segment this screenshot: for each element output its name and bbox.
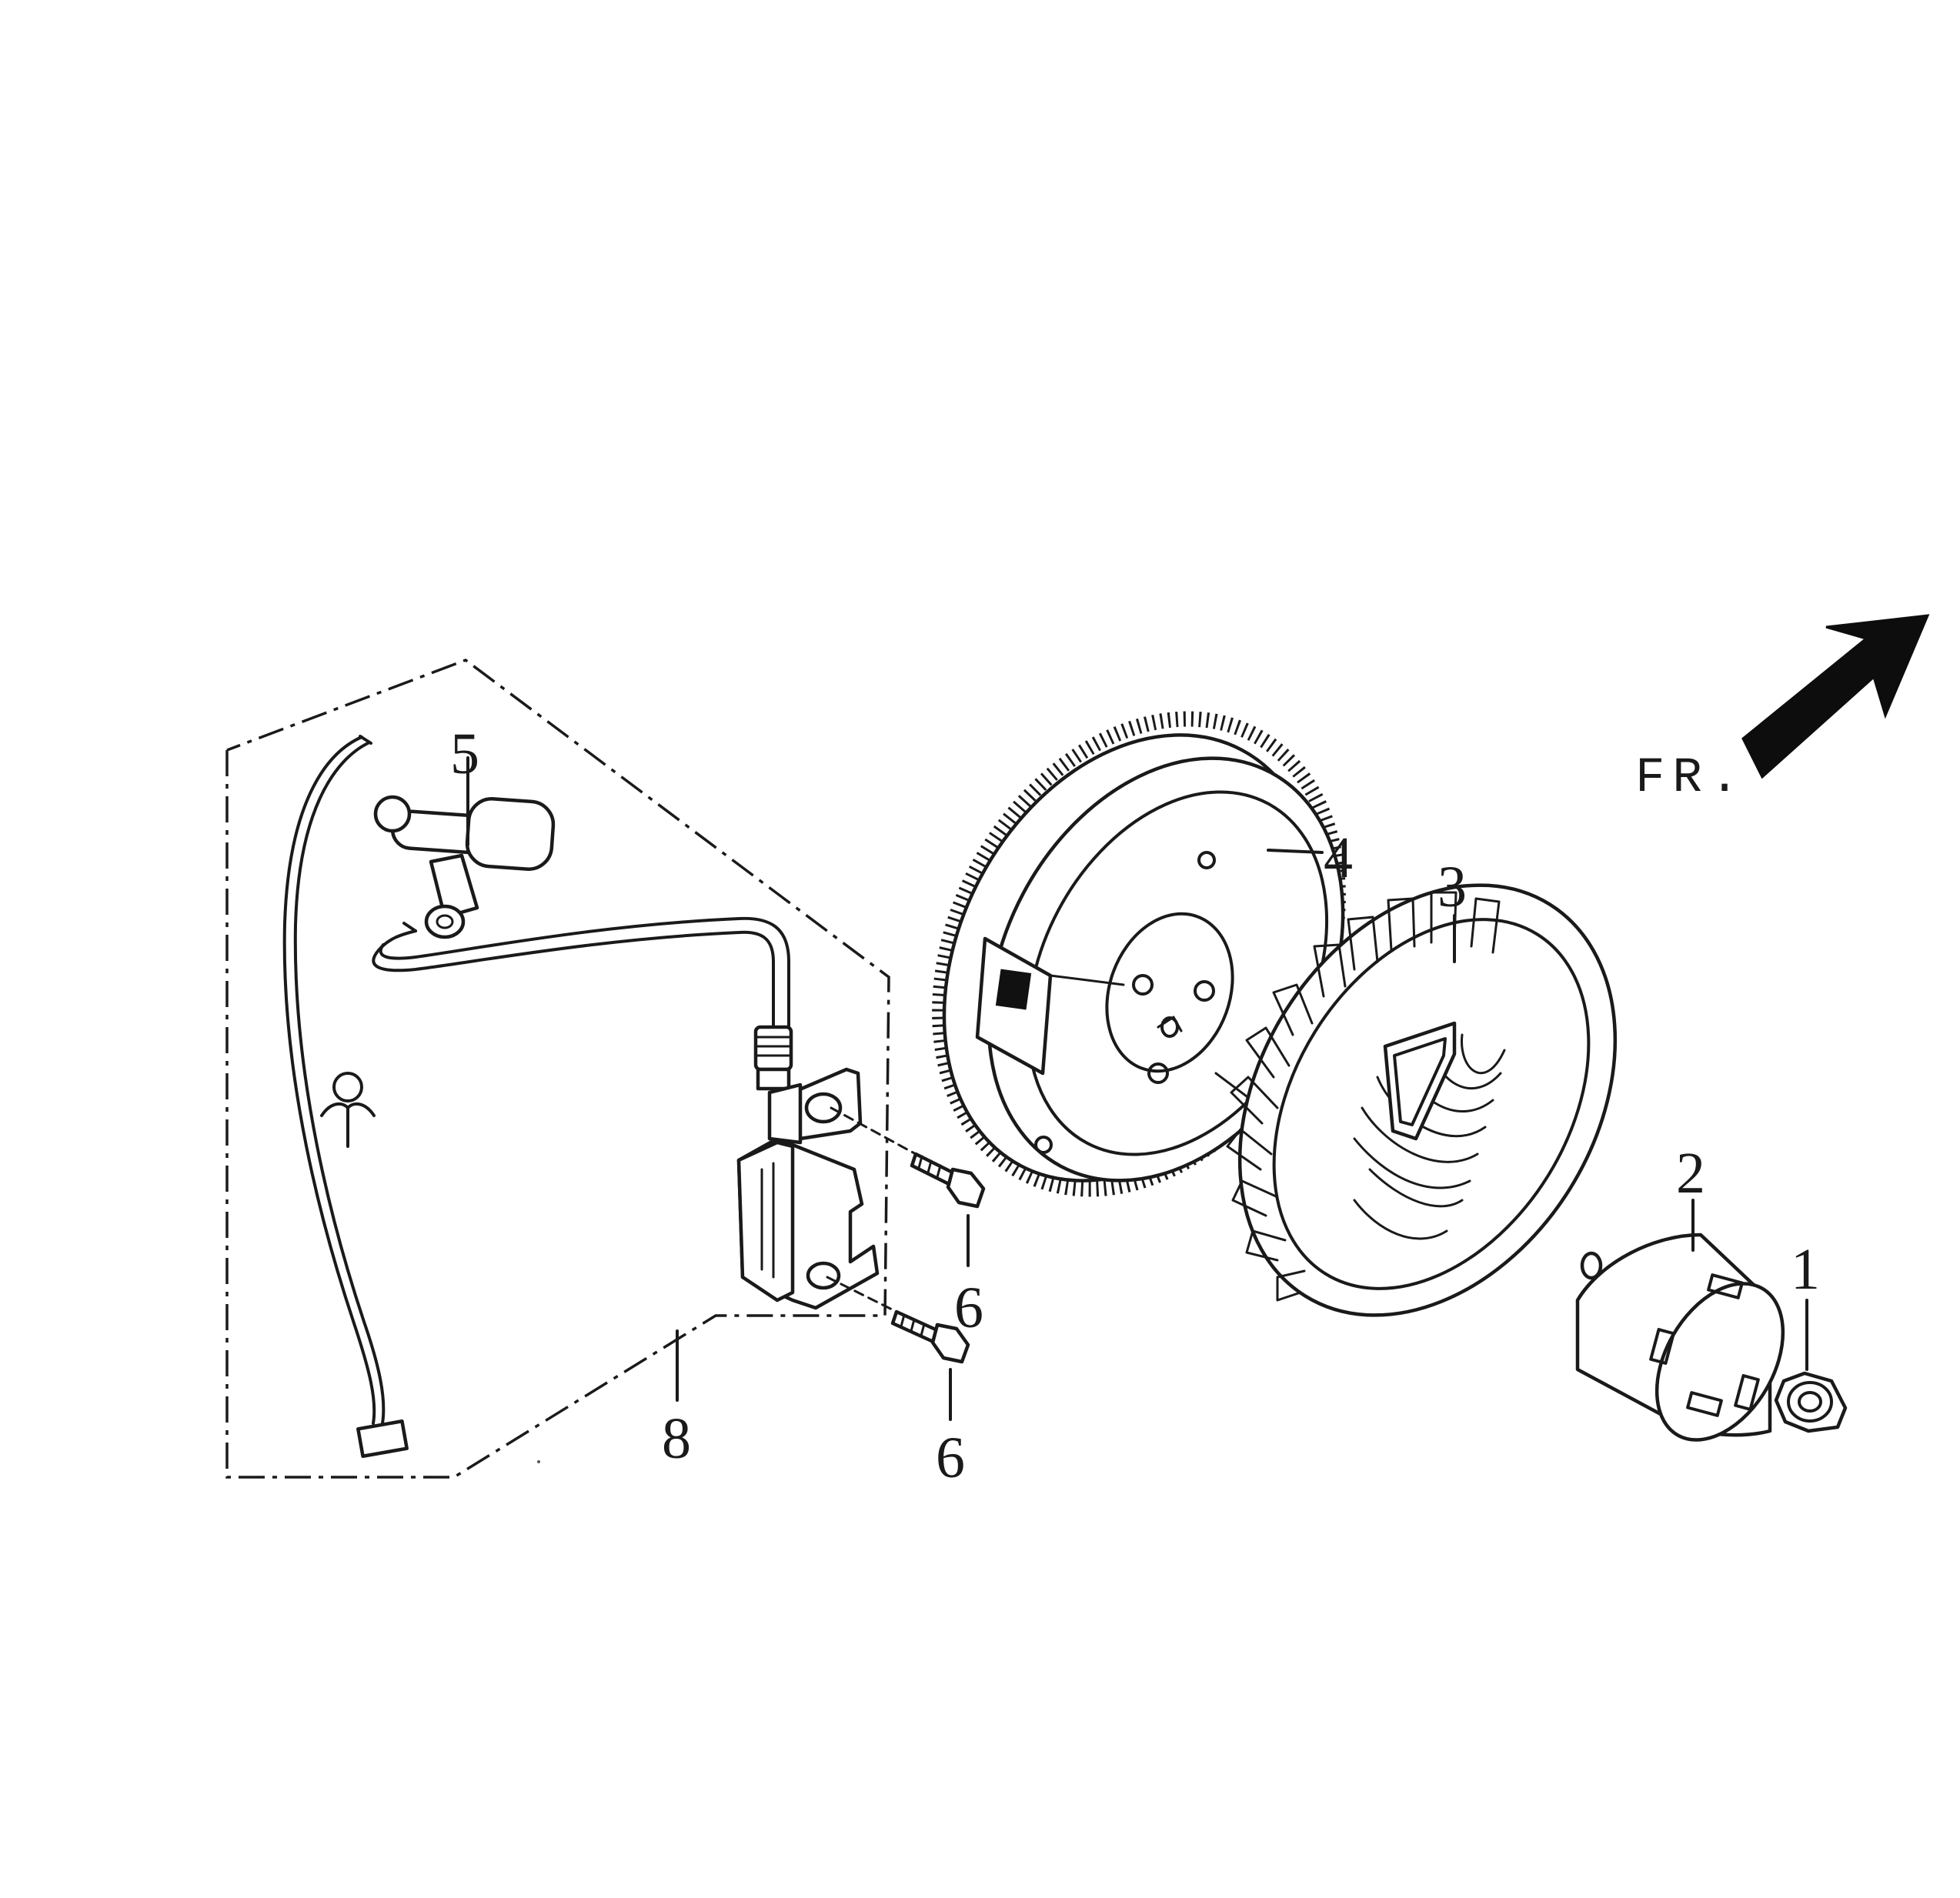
callout-3: 3 xyxy=(1437,855,1467,919)
stray-dot xyxy=(537,1460,540,1463)
callout-2: 2 xyxy=(1676,1141,1705,1206)
front-direction-arrow-icon xyxy=(1741,614,1930,779)
callout-1: 1 xyxy=(1791,1237,1820,1302)
bolt-upper: 6 xyxy=(830,1106,986,1340)
callout-6-lower: 6 xyxy=(936,1426,965,1490)
cooling-fan: 3 xyxy=(1226,855,1618,1317)
ignition-coil-assembly-boundary xyxy=(225,659,890,1479)
callout-5: 5 xyxy=(450,722,479,786)
ground-wire xyxy=(282,735,409,1459)
front-direction-indicator: FR. xyxy=(1635,614,1930,806)
callout-8: 8 xyxy=(662,1406,691,1471)
ignition-coil xyxy=(736,1025,880,1310)
wire-clip xyxy=(320,1072,376,1148)
flange-nut: 1 xyxy=(1774,1237,1848,1433)
wire-terminal xyxy=(356,1419,409,1459)
callout-4: 4 xyxy=(1324,826,1353,890)
flywheel: 4 xyxy=(932,711,1353,1197)
bolt-lower: 6 xyxy=(826,1276,970,1490)
high-tension-cord xyxy=(372,916,790,1040)
direction-label: FR. xyxy=(1635,751,1747,806)
spark-plug-cap: 5 xyxy=(373,722,556,939)
starter-pulley: 2 xyxy=(1575,1141,1785,1442)
